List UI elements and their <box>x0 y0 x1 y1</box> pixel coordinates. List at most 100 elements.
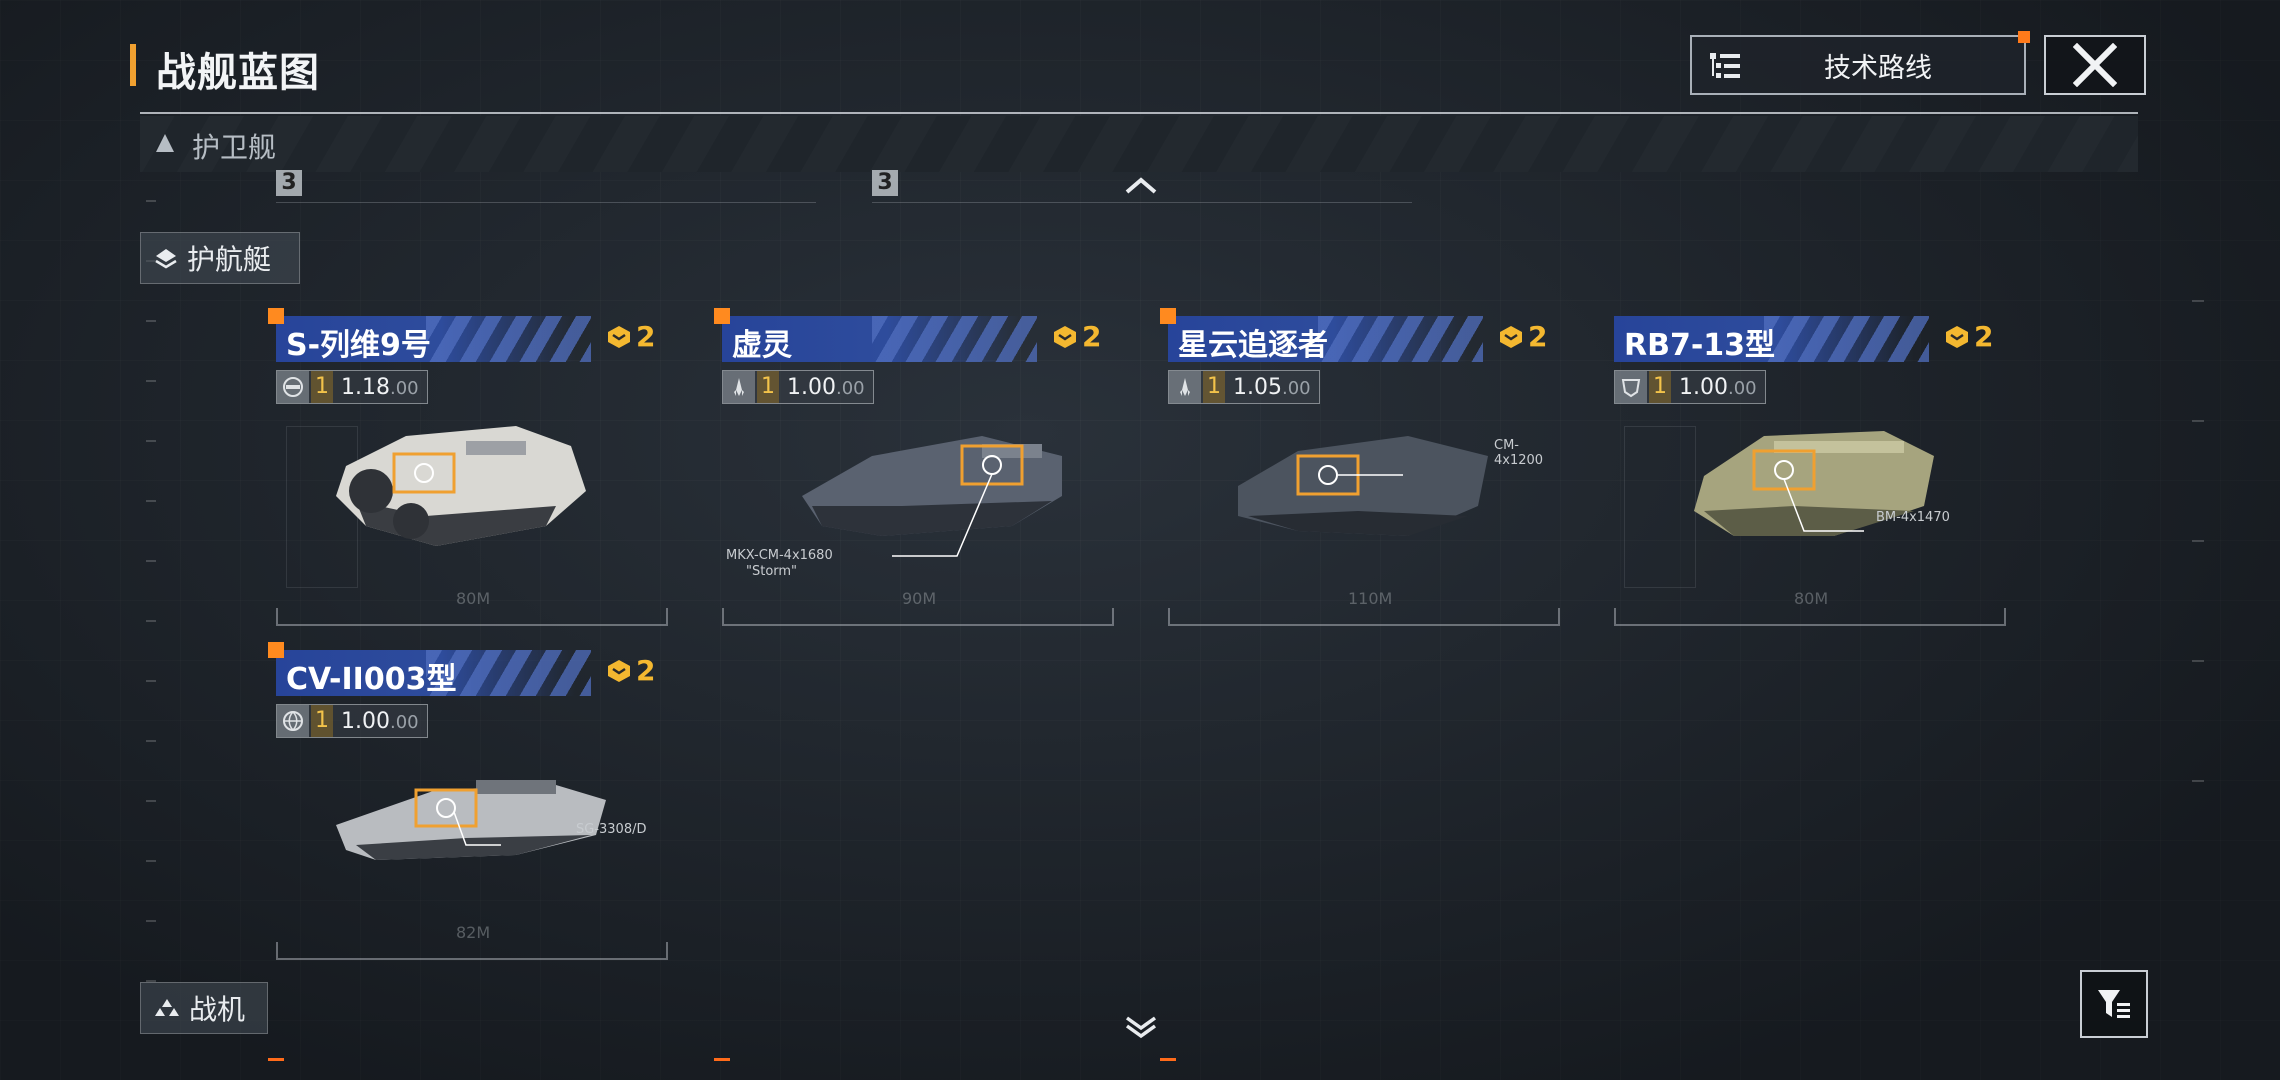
page-title: 战舰蓝图 <box>156 50 320 96</box>
ship-card[interactable]: CV-II003型 2 1 1.00.00 SG-3308/D 82M <box>268 642 676 960</box>
scale-baseline <box>1168 608 1560 626</box>
name-stripes <box>1318 316 1483 362</box>
ship-card[interactable]: RB7-13型 2 1 1.00.00 BM-4x1470 80M <box>1614 316 2014 626</box>
subcategory-label: 战机 <box>189 993 246 1026</box>
ship-model-image <box>1694 431 1934 536</box>
ship-card[interactable]: S-列维9号 2 1 1.18.00 80M <box>268 308 676 626</box>
indicator-tick <box>714 1058 730 1061</box>
stat-bar: 1 1.00.00 <box>276 704 428 738</box>
multiplier-value: 1.05.00 <box>1233 374 1311 400</box>
section-header-frigate[interactable]: 护卫舰 <box>140 116 2138 172</box>
weapon-label: CM-4x1200 <box>1494 438 1544 468</box>
level-value: 1 <box>757 371 779 403</box>
rocket-faction-icon <box>1169 371 1201 403</box>
ship-length: 82M <box>456 923 491 942</box>
scale-ruler: 3 <box>872 170 1412 203</box>
indicator-tick <box>268 1058 284 1061</box>
close-icon <box>2073 43 2117 87</box>
subcategory-escort[interactable]: 护航艇 <box>140 232 300 284</box>
scale-baseline <box>722 608 1114 626</box>
ship-length: 80M <box>1794 589 1829 608</box>
stat-bar: 1 1.00.00 <box>722 370 874 404</box>
globe-faction-icon <box>277 705 309 737</box>
subcategory-label: 护航艇 <box>187 243 272 276</box>
multiplier-value: 1.00.00 <box>787 374 865 400</box>
right-ruler <box>2192 300 2204 800</box>
rank-badge: 2 <box>606 654 655 687</box>
scale-ruler: 3 <box>276 170 816 203</box>
stat-bar: 1 1.05.00 <box>1168 370 1320 404</box>
rank-icon <box>608 659 630 682</box>
indicator-tick <box>1160 1058 1176 1061</box>
rank-badge: 2 <box>606 320 655 353</box>
filter-icon <box>2098 990 2130 1018</box>
name-stripes <box>872 316 1037 362</box>
ship-name: S-列维9号 <box>286 328 431 363</box>
section-label: 护卫舰 <box>192 131 277 164</box>
subcategory-fighter[interactable]: 战机 <box>140 982 268 1034</box>
triangle-up-icon <box>156 134 174 152</box>
new-indicator <box>714 308 730 324</box>
notification-dot <box>2018 31 2030 43</box>
tech-tree-label: 技术路线 <box>1824 52 1932 84</box>
scale-baseline <box>276 608 668 626</box>
new-indicator <box>268 642 284 658</box>
level-value: 1 <box>1203 371 1225 403</box>
multiplier-value: 1.00.00 <box>341 708 419 734</box>
rank-value: 2 <box>636 654 656 687</box>
ship-card[interactable]: 星云追逐者 2 1 1.05.00 CM-4x1200 110M <box>1160 308 1568 626</box>
rank-badge: 2 <box>1944 320 1993 353</box>
name-stripes <box>426 316 591 362</box>
name-stripes <box>426 650 591 696</box>
ship-model-image <box>802 436 1062 557</box>
ship-model-image <box>336 426 586 546</box>
weapon-label: "Storm" <box>746 564 798 579</box>
level-value: 1 <box>311 705 333 737</box>
ship-length: 80M <box>456 589 491 608</box>
weapon-label: MKX-CM-4x1680 <box>726 548 833 563</box>
helmet-faction-icon <box>277 371 309 403</box>
ship-name: RB7-13型 <box>1624 328 1776 363</box>
scale-baseline <box>1614 608 2006 626</box>
chevron-down-icon[interactable] <box>1124 1014 1158 1040</box>
ship-model-image <box>336 780 606 860</box>
rank-badge: 2 <box>1052 320 1101 353</box>
fighter-group-icon <box>155 999 179 1016</box>
new-indicator <box>1160 308 1176 324</box>
title-accent <box>130 44 136 86</box>
rank-value: 2 <box>1974 320 1994 353</box>
close-button[interactable] <box>2044 35 2146 95</box>
rocket-faction-icon <box>723 371 755 403</box>
rank-icon <box>1054 325 1076 348</box>
name-stripes <box>1764 316 1929 362</box>
stat-bar: 1 1.18.00 <box>276 370 428 404</box>
rank-value: 2 <box>1082 320 1102 353</box>
rank-badge: 2 <box>1498 320 1547 353</box>
rank-value: 2 <box>1528 320 1548 353</box>
layers-icon <box>155 249 177 269</box>
rank-icon <box>1946 325 1968 348</box>
multiplier-value: 1.00.00 <box>1679 374 1757 400</box>
ship-name: CV-II003型 <box>286 662 457 697</box>
ship-card[interactable]: 虚灵 2 1 1.00.00 90M MKX-CM-4x1680 "Storm" <box>714 308 1122 626</box>
filter-button[interactable] <box>2080 970 2148 1038</box>
chevron-up-icon[interactable] <box>1124 174 1158 198</box>
scale-baseline <box>276 942 668 960</box>
left-ruler <box>146 140 156 1040</box>
new-indicator <box>268 308 284 324</box>
weapon-label: BM-4x1470 <box>1876 510 1950 525</box>
rank-value: 2 <box>636 320 656 353</box>
tech-tree-button[interactable]: 技术路线 <box>1690 31 2030 95</box>
tree-list-icon <box>1710 53 1740 78</box>
weapon-label: SG-3308/D <box>576 822 647 837</box>
header-divider <box>140 112 2138 114</box>
ship-name: 星云追逐者 <box>1178 328 1328 363</box>
level-value: 1 <box>1649 371 1671 403</box>
rank-icon <box>608 325 630 348</box>
stat-bar: 1 1.00.00 <box>1614 370 1766 404</box>
level-value: 1 <box>311 371 333 403</box>
multiplier-value: 1.18.00 <box>341 374 419 400</box>
ship-model-image <box>1238 436 1488 536</box>
ship-name: 虚灵 <box>732 328 792 363</box>
shield-faction-icon <box>1615 371 1647 403</box>
